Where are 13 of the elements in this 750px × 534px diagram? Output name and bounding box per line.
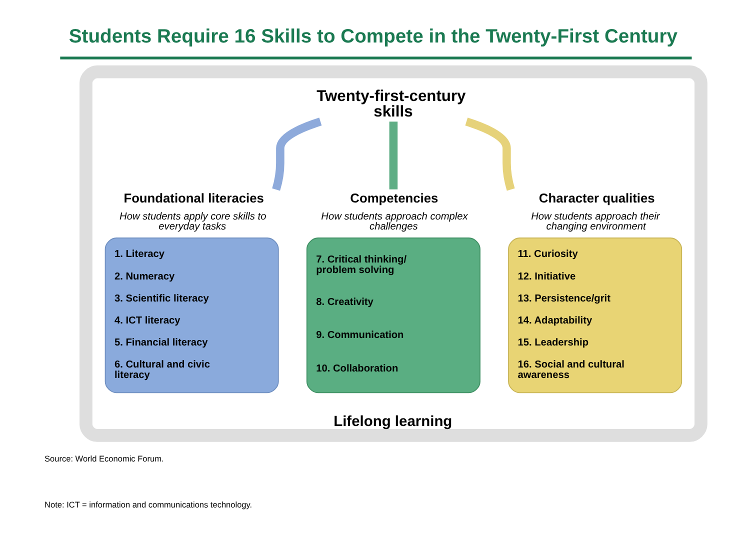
label: Source: World Economic Forum. [44, 454, 164, 464]
node-label: How students apply core skills to everyday tasks [119, 211, 266, 233]
node-label: Foundational literacies [123, 190, 264, 206]
node-label: Competencies [350, 190, 438, 206]
connector [272, 118, 322, 191]
diagram-title: Students Require 16 Skills to Compete in the Twenty-First Century [68, 26, 677, 48]
label: Note: ICT = information and communications technology. [44, 500, 252, 510]
node-label: How students approach complex challenges [320, 211, 468, 233]
node-label: How students approach their changing environment [530, 211, 660, 233]
node-text: Twenty-first-century skills [316, 88, 466, 121]
node-label: Character qualities [538, 190, 654, 206]
connector [464, 118, 514, 191]
connector [388, 122, 398, 190]
